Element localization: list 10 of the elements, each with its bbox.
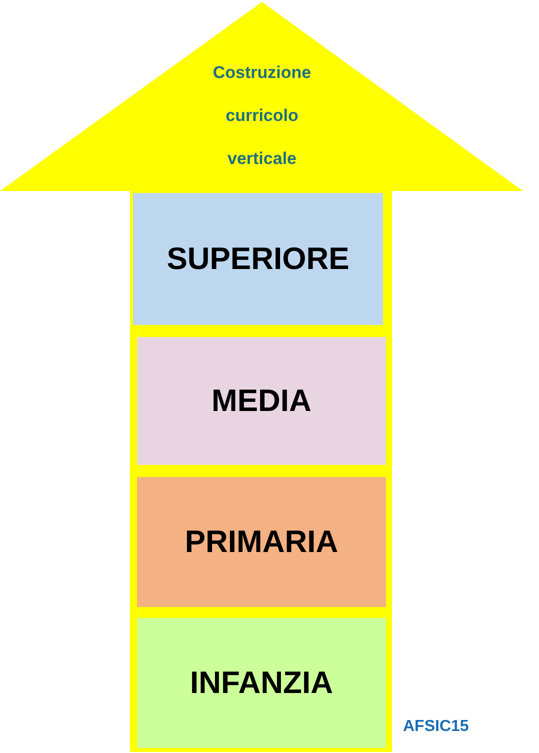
level-label: INFANZIA <box>190 666 333 700</box>
level-box <box>137 618 386 748</box>
level-label: SUPERIORE <box>166 242 350 276</box>
level-box <box>133 193 383 325</box>
level-box <box>137 477 386 607</box>
heading-text: Costruzione curricolo verticale <box>212 62 312 170</box>
code-text: AFSIC15 <box>403 718 469 736</box>
level-label: PRIMARIA <box>184 524 338 560</box>
level-box <box>137 337 386 465</box>
level-label: MEDIA <box>212 384 312 418</box>
